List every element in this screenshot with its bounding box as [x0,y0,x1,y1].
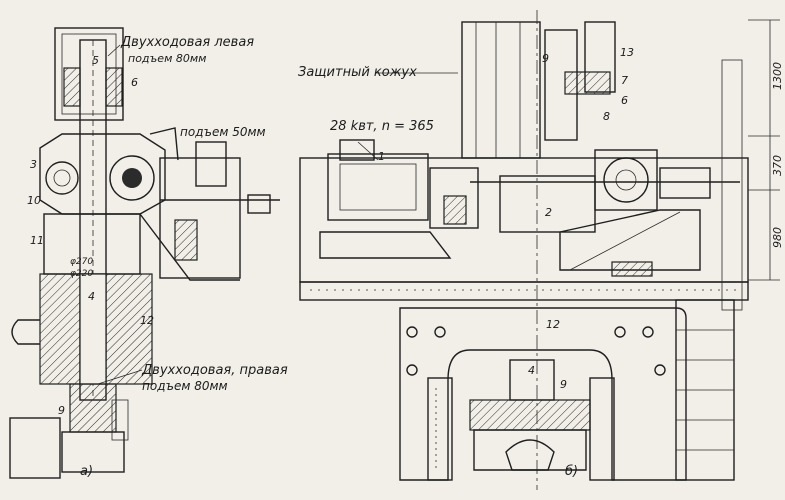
callout-12b: 12 [546,318,560,331]
die-block [469,399,591,431]
left-top-note-line1: Двухходовая левая [120,35,254,50]
gear-housing [39,133,166,215]
diameter-220: φ220 [70,269,93,279]
dim-980: 980 [771,227,784,248]
drive-motor [195,141,227,187]
callout-9c: 9 [542,52,549,65]
callout-6b: 6 [621,94,628,107]
callout-12: 12 [140,314,154,327]
callout-2: 2 [545,206,552,219]
callout-7: 7 [621,74,628,87]
crank-wheel [109,155,155,201]
figure-b-label: б) [565,464,578,479]
protective-cover [461,21,541,159]
callout-5: 5 [92,54,99,67]
callout-4: 4 [88,290,95,303]
upper-housing [54,27,124,121]
diameter-270: φ270 [70,257,93,267]
dim-370: 370 [771,155,784,176]
drive-frame [159,157,241,279]
dim-1300: 1300 [771,62,784,90]
left-clamp [11,319,40,345]
callout-4b: 4 [528,364,535,377]
callout-9: 9 [58,404,65,417]
left-top-note-line2: подъем 80мм [128,52,206,65]
side-rack [721,59,743,311]
callout-9b: 9 [560,378,567,391]
figure-a-label: а) [80,464,93,479]
callout-11: 11 [30,234,44,247]
guard-label: Защитный кожух [298,65,417,80]
electric-motor [327,153,429,221]
callout-13: 13 [620,46,634,59]
callout-1: 1 [378,150,385,163]
lift-50-label: подъем 50мм [180,125,266,139]
labels: Двухходовая левая подъем 80мм подъем 50м… [27,35,784,479]
left-bottom-note-line2: подъем 80мм [142,379,228,393]
callout-6: 6 [131,76,138,89]
lower-die [69,383,117,433]
callout-8: 8 [603,110,610,123]
gearbox [499,175,596,233]
callout-10: 10 [27,194,41,207]
motor-spec-label: 28 kвт, n = 365 [330,119,434,134]
callout-3: 3 [30,158,37,171]
press-frame [399,307,687,481]
left-bottom-note-line1: Двухходовая, правая [141,363,288,378]
left-view-a [9,27,280,479]
right-view-b [97,10,780,490]
